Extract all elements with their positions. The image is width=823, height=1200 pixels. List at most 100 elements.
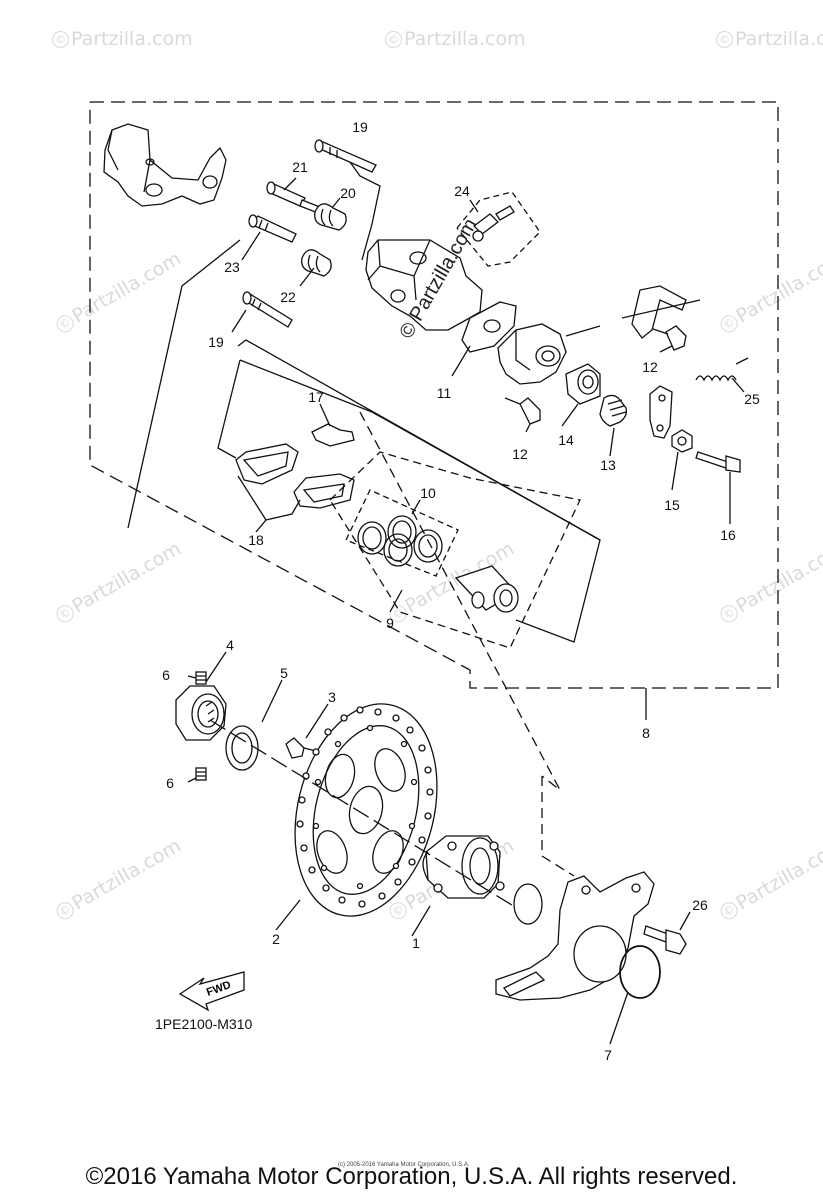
guide-line-pads: [217, 359, 601, 643]
part-18-brake-pad-b: [293, 473, 355, 509]
leader-24: [469, 199, 479, 213]
callout-20: 20: [340, 185, 356, 201]
callout-9: 9: [386, 615, 394, 631]
callout-25: 25: [744, 391, 760, 407]
part-11-gasket: [461, 301, 517, 353]
callout-12-lower: 12: [512, 446, 528, 462]
guide-line-top: [565, 299, 701, 337]
part-26-bolt: [643, 925, 687, 955]
leader-6: [187, 675, 197, 783]
caliper-body: [365, 239, 483, 331]
leader-5: [261, 679, 283, 723]
part-19-pin-lower: [242, 291, 293, 328]
callout-11: 11: [437, 385, 452, 401]
leader-13: [609, 427, 615, 457]
leader-20: [331, 197, 341, 209]
part-12-bolt-upper: [649, 325, 687, 351]
part-1-hub: [422, 835, 505, 899]
part-2-brake-disc: [294, 703, 438, 917]
leader-3: [305, 703, 329, 739]
parking-brake-bracket-plate: [631, 285, 687, 339]
leader-2: [275, 899, 301, 931]
callout-24: 24: [454, 183, 470, 199]
callout-15: 15: [664, 497, 680, 513]
callout-10: 10: [420, 485, 436, 501]
part-25-spring: [695, 357, 749, 382]
caliper-bracket: [103, 123, 227, 207]
leader-22: [299, 267, 315, 287]
watermark: ©Partzilla.com: [52, 28, 193, 50]
leader-17: [319, 403, 331, 427]
leader-15: [671, 451, 679, 491]
callout-19-bottom: 19: [208, 334, 224, 350]
part-24-bleeder-box: [456, 191, 541, 267]
guide-line-lower: [541, 776, 575, 877]
part-18-brake-pad-a: [235, 443, 299, 485]
callout-21: 21: [292, 159, 308, 175]
leader-23: [241, 231, 261, 261]
callout-2: 2: [272, 931, 280, 947]
watermark: ©Partzilla.com: [385, 28, 526, 50]
diagram-code: 1PE2100-M310: [155, 1016, 253, 1032]
leader-26: [679, 911, 691, 931]
fwd-arrow-icon: FWD: [178, 971, 245, 1012]
part-22-boot: [301, 249, 332, 277]
part-23-pin: [248, 214, 297, 243]
callout-8: 8: [642, 725, 650, 741]
part-15-nut: [671, 429, 693, 453]
leader-19-top: [349, 161, 381, 261]
callout-3: 3: [328, 689, 336, 705]
part-7-circlip: [619, 945, 661, 999]
part-10-seal-kit-box: [345, 489, 459, 577]
part-19-pin-upper: [314, 139, 377, 173]
part-6-set-screw-bottom: [195, 767, 207, 781]
assembly-boundary-8: [89, 101, 779, 689]
part-3-bolt: [285, 737, 321, 759]
leader-7: [609, 991, 629, 1045]
leader-25: [731, 377, 745, 393]
part-9-piston: [454, 565, 519, 613]
axle-centerline: [209, 719, 521, 911]
callout-17: 17: [308, 389, 324, 405]
callout-5: 5: [280, 665, 288, 681]
callout-23: 23: [224, 259, 240, 275]
callout-26: 26: [692, 897, 708, 913]
parking-brake-arm: [649, 385, 673, 439]
leader-14: [561, 403, 579, 427]
part-10-seals: [357, 515, 443, 567]
guide-line-left: [127, 239, 241, 529]
leader-1: [411, 905, 431, 937]
leader-4: [205, 651, 227, 683]
part-17-pad-spring: [311, 423, 355, 447]
brake-disc-holes: [296, 706, 434, 908]
leader-9: [389, 589, 403, 613]
part-9-piston-kit-box: [329, 451, 581, 649]
leader-12-lower: [525, 423, 531, 433]
callout-6-top: 6: [162, 667, 170, 683]
callout-13: 13: [600, 457, 616, 473]
callout-6-bottom: 6: [166, 775, 174, 791]
leader-18: [237, 475, 301, 533]
leader-19-bottom: [231, 309, 247, 333]
part-6-set-screw-top: [195, 671, 207, 685]
part-13-adjuster: [599, 394, 628, 427]
leader-11: [451, 345, 471, 377]
leader-21: [283, 177, 297, 191]
part-14-collar: [565, 363, 601, 405]
part-4-axle-nut: [175, 685, 227, 741]
copyright-notice: ©2016 Yamaha Motor Corporation, U.S.A. A…: [85, 1163, 738, 1190]
part-21-pin: [266, 181, 321, 214]
leader-12-upper: [659, 345, 673, 353]
callout-16: 16: [720, 527, 736, 543]
callout-1: 1: [412, 935, 420, 951]
guide-line-cross: [237, 339, 601, 541]
small-notice: (c) 2005-2016 Yamaha Motor Corporation, …: [338, 1162, 470, 1168]
callout-12-upper: 12: [642, 359, 658, 375]
callout-18: 18: [248, 532, 264, 548]
part-24-bleeder: [472, 205, 515, 242]
o-ring: [513, 883, 543, 925]
part-5-washer: [225, 725, 259, 771]
watermark: ©Partzilla.com: [716, 28, 823, 50]
callout-4: 4: [226, 637, 234, 653]
